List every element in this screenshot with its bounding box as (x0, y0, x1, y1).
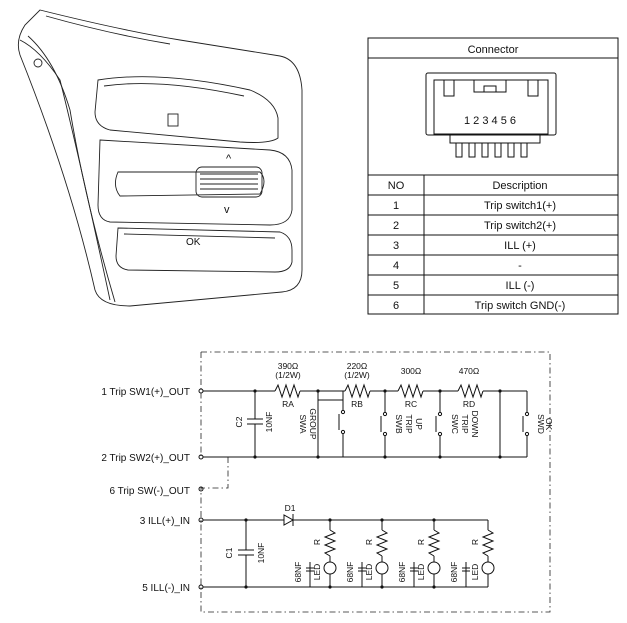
rc-value: 300Ω (401, 366, 422, 376)
switch-swc: SWC TRIP DOWN (435, 389, 480, 459)
connector-title: Connector (468, 44, 519, 56)
swc-desc: DOWN (470, 411, 480, 438)
up-arrow-icon: ^ (226, 153, 232, 165)
row-no: 3 (393, 240, 399, 252)
row-desc: ILL (-) (506, 280, 535, 292)
row-desc: - (518, 260, 522, 272)
switch-swd: SWD OK (498, 389, 554, 459)
swa-name: SWA (298, 414, 308, 433)
row-desc: ILL (+) (504, 240, 536, 252)
connector-table: Connector 1 2 3 4 5 6 NO Description (367, 37, 619, 315)
resistor-rd (457, 383, 484, 399)
r-label: R (312, 539, 322, 545)
led-label: LED (312, 564, 322, 581)
row-no: 1 (393, 200, 399, 212)
row-no: 6 (393, 300, 399, 312)
led-branch: R 68NF LED (293, 518, 337, 589)
led-label: LED (364, 564, 374, 581)
terminal-2-label: 2 Trip SW2(+)_OUT (101, 453, 190, 464)
led-label: LED (416, 564, 426, 581)
swd-name: SWD (536, 414, 546, 434)
pin-numbers: 1 2 3 4 5 6 (464, 115, 516, 127)
row-desc: Trip switch GND(-) (475, 300, 566, 312)
row-no: 5 (393, 280, 399, 292)
capacitor-c2: C2 10NF (234, 389, 274, 459)
diode-d1: D1 (283, 503, 296, 526)
r-label: R (416, 539, 426, 545)
header-no: NO (388, 180, 405, 192)
terminal-5-label: 5 ILL(-)_IN (142, 583, 190, 594)
rc-name: RC (405, 399, 417, 409)
c1-name: C1 (224, 547, 234, 558)
cap-label: 68NF (449, 562, 459, 583)
row-desc: Trip switch2(+) (484, 220, 556, 232)
switch-swb: SWB TRIP UP (380, 389, 424, 459)
swb-desc: TRIP (404, 414, 414, 434)
terminal-6-label: 6 Trip SW(-)_OUT (109, 486, 190, 497)
row-desc: Trip switch1(+) (484, 200, 556, 212)
cap-label: 68NF (397, 562, 407, 583)
cap-label: 68NF (293, 562, 303, 583)
terminal-1-label: 1 Trip SW1(+)_OUT (101, 387, 190, 398)
led-branch: R 68NF LED (345, 518, 389, 589)
connector-icon: 1 2 3 4 5 6 (425, 72, 557, 158)
c2-value: 10NF (264, 412, 274, 433)
led-label: LED (470, 564, 480, 581)
ra-power: (1/2W) (275, 370, 301, 380)
d1-label: D1 (285, 503, 296, 513)
down-arrow-icon: v (224, 204, 230, 216)
steering-switch-illustration: ^ v OK (17, 9, 303, 307)
switch-swa: SWA GROUP (298, 389, 346, 459)
ra-name: RA (282, 399, 294, 409)
swc-name: SWC (450, 414, 460, 434)
rb-name: RB (351, 399, 363, 409)
swa-desc: GROUP (308, 408, 318, 440)
swb-name: SWB (394, 414, 404, 434)
cap-label: 68NF (345, 562, 355, 583)
rb-power: (1/2W) (344, 370, 370, 380)
ra-value: 390Ω (278, 361, 299, 371)
resistor-rc (397, 383, 424, 399)
resistor-rb (344, 383, 371, 399)
rb-value: 220Ω (347, 361, 368, 371)
resistor-ra (274, 383, 301, 399)
led-branch: R 68NF LED (449, 520, 495, 587)
swc-desc: TRIP (460, 414, 470, 434)
r-label: R (470, 539, 480, 545)
terminal-3-label: 3 ILL(+)_IN (140, 516, 190, 527)
header-description: Description (492, 180, 547, 192)
ok-button-label: OK (186, 237, 201, 248)
row-no: 2 (393, 220, 399, 232)
swb-desc: UP (414, 418, 424, 430)
rd-value: 470Ω (459, 366, 480, 376)
module-boundary (200, 351, 551, 613)
led-branch: R 68NF LED (397, 518, 441, 589)
rd-name: RD (463, 399, 475, 409)
c1-value: 10NF (256, 543, 266, 564)
c2-name: C2 (234, 416, 244, 427)
capacitor-c1: C1 10NF (224, 518, 266, 589)
circuit-schematic: 1 Trip SW1(+)_OUT 2 Trip SW2(+)_OUT 6 Tr… (101, 351, 554, 613)
row-no: 4 (393, 260, 399, 272)
swd-desc: OK (544, 418, 554, 431)
r-label: R (364, 539, 374, 545)
